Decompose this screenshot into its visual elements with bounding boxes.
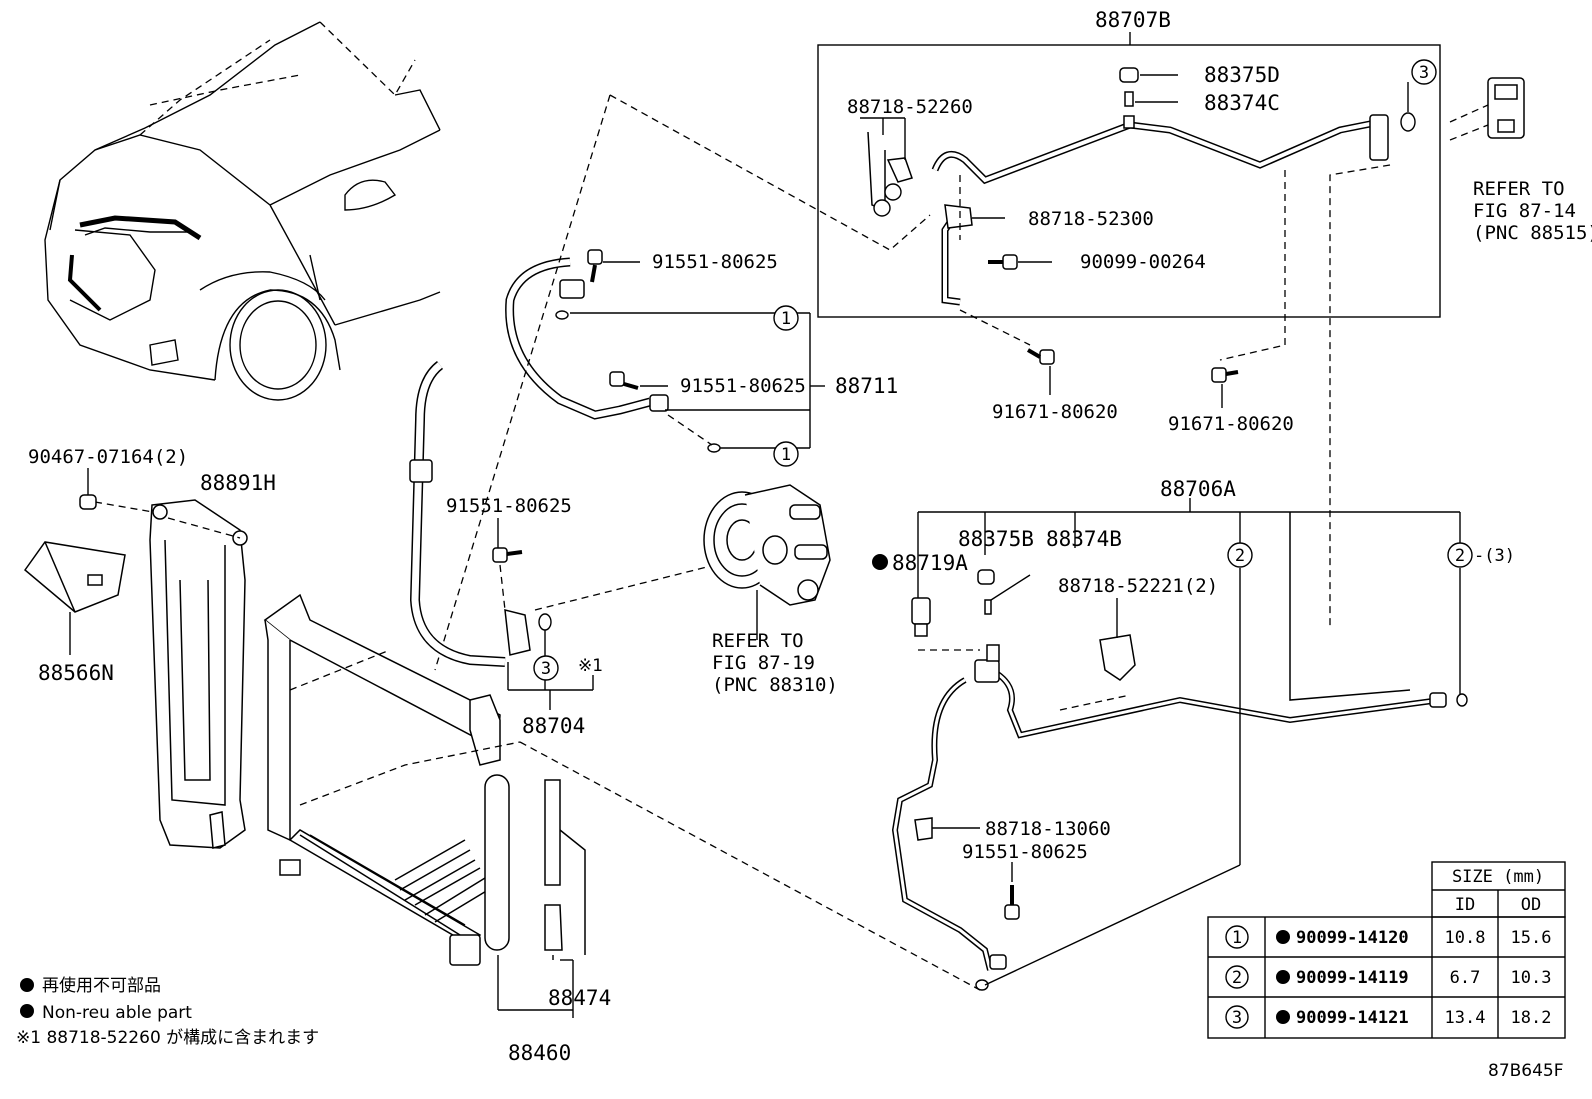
svg-text:6.7: 6.7 [1450, 968, 1481, 988]
svg-text:2: 2 [1232, 968, 1242, 988]
svg-text:90099-14120: 90099-14120 [1296, 928, 1409, 948]
svg-text:1: 1 [781, 309, 791, 329]
size-table-row: 1 90099-14120 10.8 15.6 [1225, 925, 1552, 949]
label-88706A: 88706A [1160, 477, 1236, 501]
bolt-icon [587, 249, 603, 283]
svg-text:3: 3 [1419, 63, 1429, 83]
label-88707B: 88707B [1095, 8, 1171, 32]
svg-text:15.6: 15.6 [1511, 928, 1552, 948]
pressure-sensor-88719A [911, 597, 931, 625]
non-reusable-dot-icon [20, 978, 34, 992]
label-88704: 88704 [522, 714, 585, 738]
label-91671-80620-a: 91671-80620 [992, 401, 1118, 423]
svg-text:3: 3 [541, 659, 551, 679]
svg-text:90099-14119: 90099-14119 [1296, 968, 1409, 988]
bolt-icon [1026, 348, 1055, 365]
label-88718-52260: 88718-52260 [847, 96, 973, 118]
duct-88566N [23, 541, 126, 655]
non-reusable-dot-icon [1276, 930, 1290, 944]
svg-text:90099-14121: 90099-14121 [1296, 1008, 1409, 1028]
ref-circle-3-mid: 3 [533, 655, 559, 681]
valve-cap-88375D [1119, 67, 1139, 83]
legend-notes: 再使用不可部品 Non-reu able part ※1 88718-52260… [16, 975, 319, 1048]
svg-text:10.8: 10.8 [1445, 928, 1486, 948]
svg-text:2: 2 [1455, 546, 1465, 566]
group-88707B [817, 32, 1441, 630]
label-88718-13060: 88718-13060 [985, 818, 1111, 840]
refer-compressor-line3: (PNC 88310) [712, 674, 838, 696]
bolt-icon [492, 547, 523, 563]
note-english: Non-reu able part [42, 1003, 192, 1023]
bolt-icon [609, 371, 639, 390]
condenser-88460 [263, 593, 574, 1018]
label-91671-80620-b: 91671-80620 [1168, 413, 1294, 435]
svg-text:13.4: 13.4 [1445, 1008, 1486, 1028]
label-88719A: 88719A [892, 551, 968, 575]
refer-expansion-line3: (PNC 88515) [1473, 222, 1592, 244]
svg-text:18.2: 18.2 [1511, 1008, 1552, 1028]
non-reusable-dot-icon [872, 554, 888, 570]
svg-text:10.3: 10.3 [1511, 968, 1552, 988]
label-90099-00264: 90099-00264 [1080, 251, 1206, 273]
refer-expansion-line2: FIG 87-14 [1473, 200, 1576, 222]
refer-compressor-line2: FIG 87-19 [712, 652, 815, 674]
label-88566N: 88566N [38, 661, 114, 685]
ref-circle-1-b: 1 [773, 441, 799, 467]
bolt-icon [1004, 885, 1020, 920]
size-table-col-id: ID [1455, 895, 1475, 915]
non-reusable-dot-icon [1276, 970, 1290, 984]
svg-text:1: 1 [781, 445, 791, 465]
label-88711: 88711 [835, 374, 898, 398]
label-88718-52300: 88718-52300 [1028, 208, 1154, 230]
label-88718-52221: 88718-52221(2) [1058, 575, 1218, 597]
label-91551-80625-low: 91551-80625 [962, 841, 1088, 863]
filter-88474 [544, 779, 586, 960]
label-88375B: 88375B [958, 527, 1034, 551]
expansion-valve [1449, 77, 1525, 141]
shroud-88891H [94, 499, 248, 849]
figure-code: 87B645F [1488, 1061, 1564, 1081]
size-table: SIZE (mm) ID OD 1 90099-14120 10.8 15.6 … [1207, 861, 1566, 1039]
label-90467-07164: 90467-07164(2) [28, 446, 188, 468]
refer-compressor-line1: REFER TO [712, 630, 804, 652]
label-88374C: 88374C [1204, 91, 1280, 115]
bolt-icon [988, 254, 1018, 270]
label-88375D: 88375D [1204, 63, 1280, 87]
ref-circle-2-a: 2 [1227, 542, 1253, 568]
hose-88711 [505, 249, 825, 453]
ref-circle-1-a: 1 [773, 305, 799, 331]
label-88891H: 88891H [200, 471, 276, 495]
label-88460: 88460 [508, 1041, 571, 1065]
svg-text:3: 3 [1232, 1008, 1242, 1028]
note-footnote: ※1 88718-52260 が構成に含まれます [16, 1028, 319, 1048]
label-88374B: 88374B [1046, 527, 1122, 551]
ref-circle-2-b: 2 [1447, 542, 1473, 568]
clip-icon [79, 494, 97, 510]
ref-circle-2-suffix: -(3) [1474, 546, 1515, 566]
note-mark-1: ※1 [578, 656, 603, 676]
non-reusable-dot-icon [20, 1004, 34, 1018]
label-88474: 88474 [548, 986, 611, 1010]
size-table-col-od: OD [1521, 895, 1541, 915]
note-japanese: 再使用不可部品 [42, 975, 161, 996]
vehicle-outline-illustration [44, 21, 441, 401]
svg-text:1: 1 [1232, 928, 1242, 948]
group-88706A [891, 498, 1468, 991]
svg-text:2: 2 [1235, 546, 1245, 566]
label-91551-80625-top: 91551-80625 [652, 251, 778, 273]
size-table-row: 3 90099-14121 13.4 18.2 [1225, 1005, 1552, 1029]
non-reusable-dot-icon [1276, 1010, 1290, 1024]
label-91551-80625-left: 91551-80625 [446, 495, 572, 517]
hose-88704 [409, 361, 716, 710]
bolt-icon [1211, 367, 1239, 383]
label-91551-80625-mid: 91551-80625 [680, 375, 806, 397]
refer-expansion-line1: REFER TO [1473, 178, 1565, 200]
size-table-title: SIZE (mm) [1452, 867, 1544, 887]
ref-circle-3-top: 3 [1411, 59, 1437, 85]
valve-core-88374C [1124, 91, 1134, 107]
size-table-row: 2 90099-14119 6.7 10.3 [1225, 965, 1552, 989]
compressor-illustration [703, 484, 831, 640]
